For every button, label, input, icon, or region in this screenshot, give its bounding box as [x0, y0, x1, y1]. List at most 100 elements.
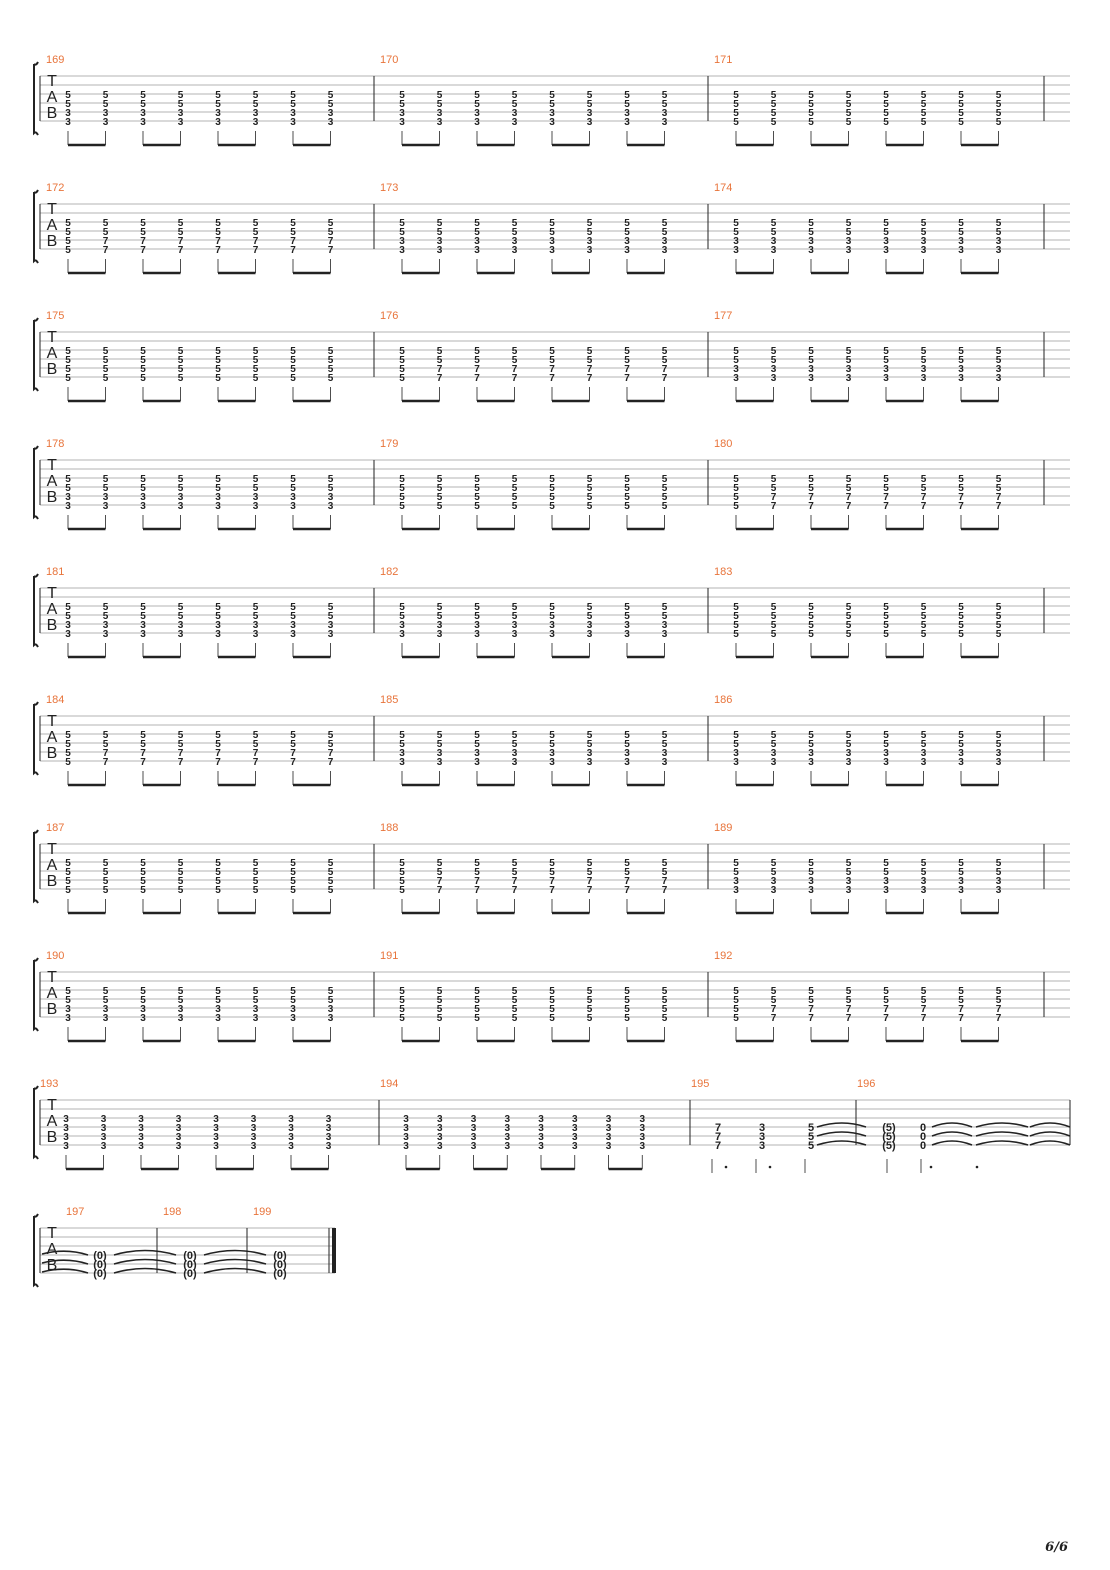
fret-number: 5	[996, 346, 1002, 357]
tab-clef-b: B	[47, 489, 58, 506]
fret-number: 5	[474, 986, 480, 997]
fret-number: 5	[846, 90, 852, 101]
fret-number: 5	[549, 986, 555, 997]
tab-clef-b: B	[47, 745, 58, 762]
fret-number: 5	[921, 602, 927, 613]
fret-number: 5	[883, 995, 889, 1006]
fret-number: 3	[288, 1114, 294, 1125]
fret-number: 5	[474, 1013, 480, 1024]
fret-number: 5	[65, 90, 71, 101]
fret-number: 5	[328, 355, 334, 366]
fret-number: 3	[213, 1141, 219, 1152]
fret-number: 5	[399, 483, 405, 494]
tie-arc	[41, 1250, 89, 1256]
system-bracket	[33, 61, 39, 136]
fret-number: 5	[512, 602, 518, 613]
fret-number: 3	[178, 492, 184, 503]
fret-number: 3	[403, 1114, 409, 1125]
tab-clef-t: T	[47, 457, 57, 474]
fret-number: 7	[771, 1004, 777, 1015]
fret-number: 3	[399, 117, 405, 128]
fret-number: 5	[215, 483, 221, 494]
fret-number: 5	[140, 373, 146, 384]
fret-number: 3	[65, 1004, 71, 1015]
fret-number: 3	[103, 1013, 109, 1024]
fret-number: 5	[290, 99, 296, 110]
fret-number: 3	[624, 245, 630, 256]
fret-number: 7	[178, 236, 184, 247]
fret-number: 5	[474, 611, 480, 622]
fret-number: 5	[771, 730, 777, 741]
fret-number: 7	[474, 373, 480, 384]
fret-number: 3	[504, 1114, 510, 1125]
fret-number: 5	[733, 611, 739, 622]
fret-number: 5	[253, 739, 259, 750]
fret-number: 3	[474, 748, 480, 759]
measure-number: 170	[380, 54, 398, 66]
fret-number: 5	[549, 1004, 555, 1015]
fret-number: 3	[65, 108, 71, 119]
fret-number: 5	[808, 474, 814, 485]
measure-number: 176	[380, 310, 398, 322]
fret-number: 3	[921, 364, 927, 375]
fret-number: 5	[103, 986, 109, 997]
fret-number: 5	[103, 885, 109, 896]
fret-number: 3	[733, 364, 739, 375]
tie-arc	[203, 1267, 267, 1274]
fret-number: 5	[996, 629, 1002, 640]
measure-number: 199	[253, 1206, 271, 1218]
fret-number: 5	[253, 483, 259, 494]
fret-number: 5	[846, 986, 852, 997]
fret-number: 5	[996, 995, 1002, 1006]
fret-number: 5	[328, 995, 334, 1006]
fret-number: 7	[512, 876, 518, 887]
fret-number: 5	[437, 99, 443, 110]
fret-number: 5	[290, 355, 296, 366]
fret-number: 3	[733, 757, 739, 768]
fret-number: 3	[215, 117, 221, 128]
fret-number: 5	[549, 99, 555, 110]
fret-number: 5	[846, 858, 852, 869]
fret-number: 3	[288, 1123, 294, 1134]
fret-number: 5	[883, 739, 889, 750]
fret-number: 3	[846, 748, 852, 759]
tab-clef-t: T	[47, 1225, 57, 1242]
fret-number: 5	[140, 346, 146, 357]
fret-number: 3	[958, 245, 964, 256]
fret-number: 5	[921, 986, 927, 997]
fret-number: 5	[846, 117, 852, 128]
fret-number: 3	[65, 117, 71, 128]
fret-number: 3	[328, 492, 334, 503]
fret-number: 3	[474, 757, 480, 768]
fret-number: 5	[328, 227, 334, 238]
fret-number: 3	[328, 117, 334, 128]
fret-number: 5	[437, 218, 443, 229]
fret-number: 5	[662, 474, 668, 485]
fret-number: 3	[958, 236, 964, 247]
fret-number: 5	[65, 995, 71, 1006]
fret-number: 5	[808, 227, 814, 238]
fret-number: 5	[140, 90, 146, 101]
fret-number: 5	[65, 739, 71, 750]
fret-number: 5	[399, 373, 405, 384]
fret-number: 7	[996, 1004, 1002, 1015]
fret-number: 3	[215, 492, 221, 503]
fret-number: 3	[176, 1123, 182, 1134]
fret-number: 5	[771, 474, 777, 485]
fret-number: 5	[883, 611, 889, 622]
fret-number: 5	[624, 995, 630, 1006]
fret-number: 5	[846, 227, 852, 238]
fret-number: 3	[572, 1132, 578, 1143]
fret-number: 5	[65, 373, 71, 384]
fret-number: 7	[883, 492, 889, 503]
fret-number: 5	[958, 858, 964, 869]
fret-number: 3	[403, 1123, 409, 1134]
fret-number: 5	[65, 355, 71, 366]
tab-clef-a: A	[47, 89, 58, 106]
fret-number: 5	[178, 90, 184, 101]
fret-number: 5	[399, 364, 405, 375]
fret-number: 5	[65, 602, 71, 613]
fret-number: 5	[437, 995, 443, 1006]
measure-number: 197	[66, 1206, 84, 1218]
fret-number: 5	[662, 611, 668, 622]
